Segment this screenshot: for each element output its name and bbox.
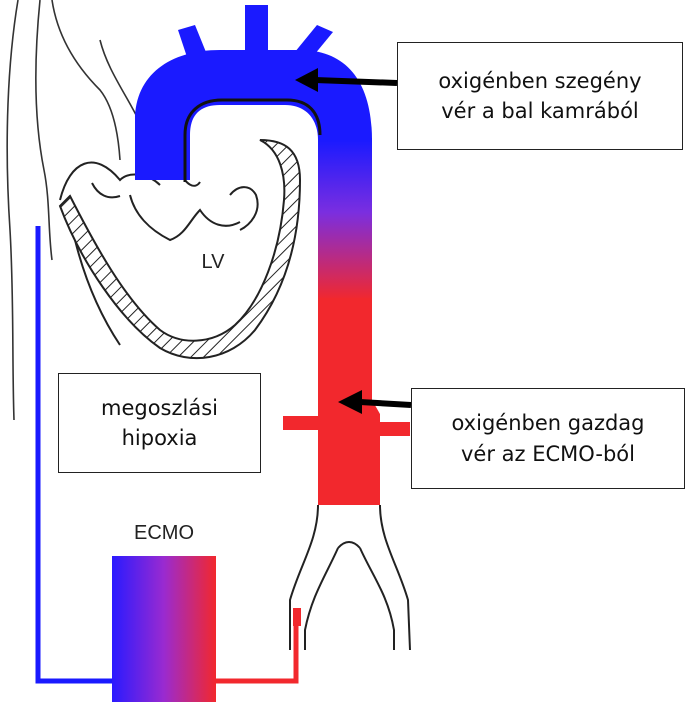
label-line: vér az ECMO-ból [451, 439, 644, 469]
label-line: vér a bal kamrából [438, 96, 641, 126]
label-differential-hypoxia: megoszlási hipoxia [58, 373, 261, 473]
label-oxygenated-blood: oxigénben gazdag vér az ECMO-ból [411, 388, 685, 489]
label-deoxygenated-blood: oxigénben szegény vér a bal kamrából [397, 42, 683, 150]
label-line: megoszlási [101, 393, 218, 423]
lv-label: LV [202, 251, 226, 273]
ecmo-device [112, 556, 216, 702]
label-line: oxigénben szegény [438, 66, 641, 96]
arterial-cannula [216, 612, 296, 681]
label-line: oxigénben gazdag [451, 408, 644, 438]
iliac-bifurcation [290, 505, 410, 650]
descending-aorta-upper [318, 138, 372, 300]
label-line: hipoxia [101, 423, 218, 453]
cannula-tip [293, 608, 301, 626]
body-outline [7, 0, 150, 420]
ventricle-inner [130, 195, 240, 240]
ecmo-label: ECMO [134, 522, 194, 544]
